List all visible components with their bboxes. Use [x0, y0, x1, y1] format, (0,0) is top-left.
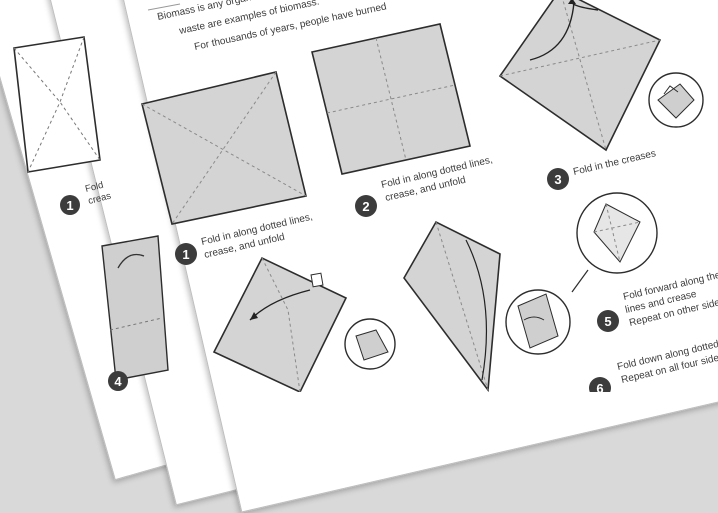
- step-3-square: [500, 0, 660, 150]
- svg-text:1: 1: [182, 247, 189, 262]
- step-3-badge: 3: [547, 168, 569, 190]
- front-sheet-drawing: Biomass is any organic material from pla…: [0, 0, 718, 392]
- step-kite-shape: [404, 222, 500, 390]
- step-2-badge: 2: [355, 195, 377, 217]
- step-6-badge: 6: [589, 377, 611, 392]
- step-4-square: [214, 258, 346, 392]
- step-4-detail-circle: [345, 319, 395, 369]
- svg-text:2: 2: [362, 199, 369, 214]
- step-1-square: [142, 72, 306, 224]
- svg-text:3: 3: [554, 172, 561, 187]
- step-5-detail-circle-large: [577, 193, 657, 273]
- step-3-detail-circle: [649, 73, 703, 127]
- svg-text:5: 5: [604, 314, 611, 329]
- svg-text:6: 6: [596, 381, 603, 392]
- step-5-badge: 5: [597, 310, 619, 332]
- step-3-caption: Fold in the creases: [572, 148, 657, 178]
- step-5-detail-circle-small: [506, 290, 570, 354]
- step-2-square: [312, 24, 470, 174]
- step-1-badge: 1: [175, 243, 197, 265]
